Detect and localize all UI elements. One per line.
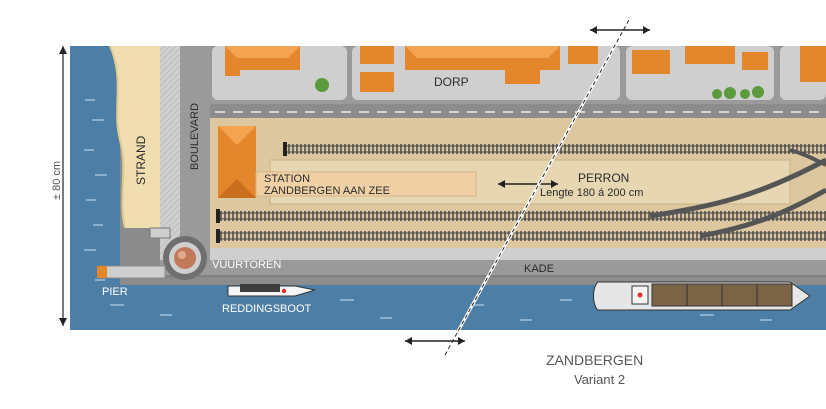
strand-beach <box>109 45 160 229</box>
perron-label: PERRON <box>578 171 629 185</box>
house <box>632 46 768 74</box>
tree <box>315 78 329 92</box>
vuurtoren-label: VUURTOREN <box>212 259 281 271</box>
caption-title: ZANDBERGEN <box>546 352 643 368</box>
perron-length-arrow <box>498 180 558 188</box>
tree <box>724 87 736 99</box>
houses <box>225 46 826 99</box>
switch-curve <box>649 157 826 219</box>
track <box>216 229 826 243</box>
station-building <box>218 126 477 198</box>
strand-label: STRAND <box>134 135 148 185</box>
pier-label: PIER <box>102 286 128 298</box>
dimension-arrow <box>59 46 67 326</box>
pier <box>97 265 166 279</box>
rescue-boat <box>227 284 316 297</box>
boulevard-label: BOULEVARD <box>189 103 201 170</box>
lighthouse <box>149 227 207 280</box>
house <box>568 46 598 64</box>
house <box>405 46 560 84</box>
caption-subtitle: Variant 2 <box>574 372 625 387</box>
dimension-label: ± 80 cm <box>51 161 63 200</box>
house <box>800 46 826 82</box>
house <box>360 46 394 92</box>
cargo-ship <box>593 281 811 311</box>
cut-line <box>405 17 650 356</box>
tree <box>740 89 750 99</box>
station-label-line1: STATION <box>264 173 310 185</box>
house <box>225 46 300 76</box>
tree <box>712 89 722 99</box>
switch-curve <box>699 187 826 239</box>
reddingsboot-label: REDDINGSBOOT <box>222 303 312 315</box>
kade-label: KADE <box>524 263 554 275</box>
tree <box>752 86 764 98</box>
dorp-label: DORP <box>434 75 469 89</box>
water-wave-marks <box>84 99 826 321</box>
perron-length-label: Lengte 180 á 200 cm <box>540 187 643 199</box>
station-label-line2: ZANDBERGEN AAN ZEE <box>264 185 390 197</box>
switch-curve <box>789 148 826 167</box>
